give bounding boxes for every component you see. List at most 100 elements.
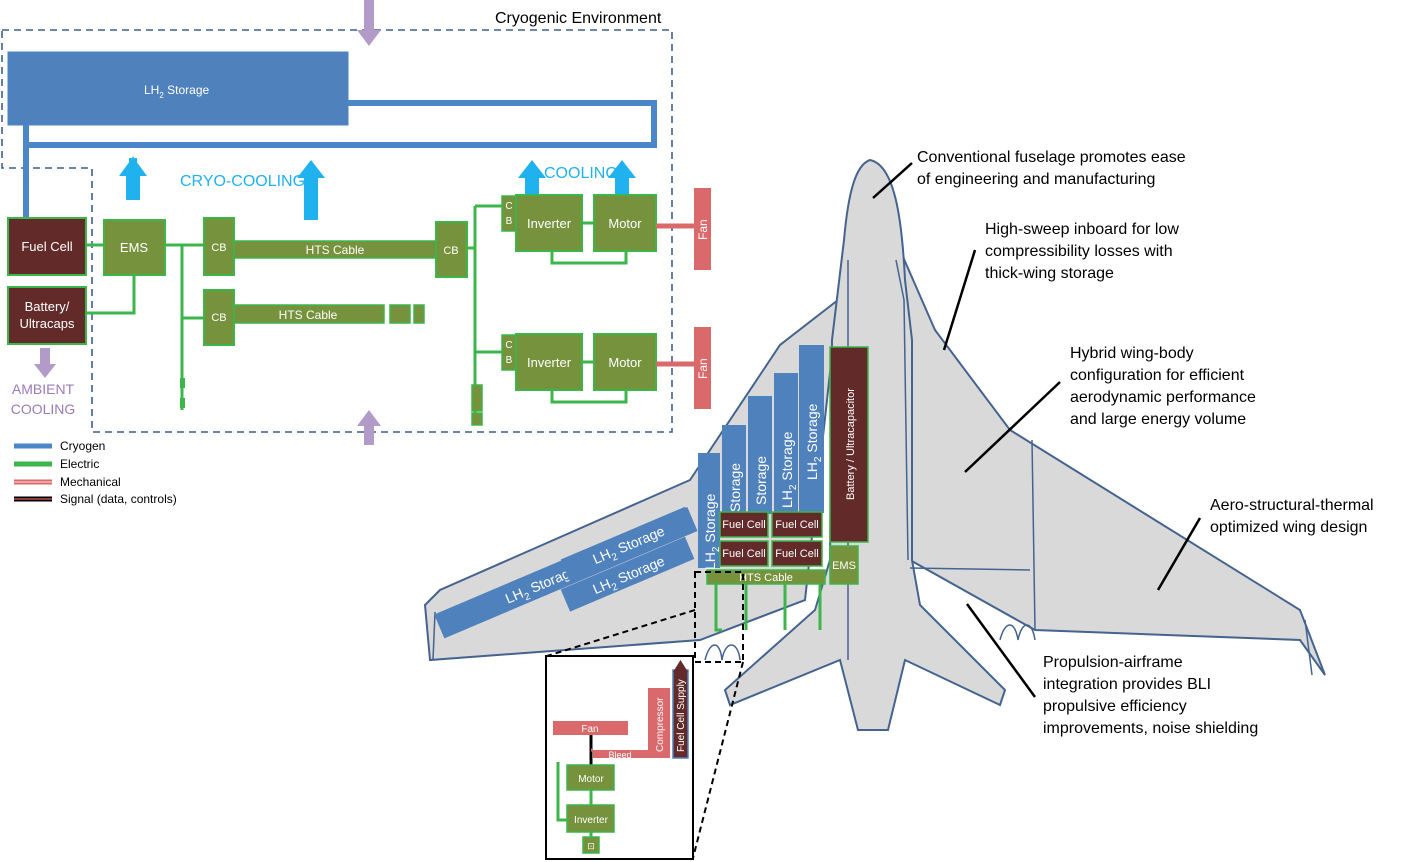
zoom-leader (692, 661, 744, 859)
svg-text:Fan: Fan (581, 724, 598, 735)
svg-text:C: C (505, 201, 512, 212)
cryogenic-boundary (1, 29, 673, 433)
svg-text:B: B (506, 216, 513, 227)
cooling-arrow (608, 160, 636, 195)
svg-text:HTS Cable: HTS Cable (279, 308, 338, 322)
svg-text:Fan: Fan (696, 358, 710, 379)
annotation-high-sweep: High-sweep inboard for low (985, 221, 1179, 238)
svg-text:improvements, noise shielding: improvements, noise shielding (1043, 720, 1258, 737)
svg-text:EMS: EMS (120, 240, 149, 255)
inset-supply-arrow (673, 660, 688, 672)
aircraft-fuel-cell (771, 511, 823, 538)
ambient-heat-arrow-top (357, 0, 381, 46)
svg-text:LH2 Storage: LH2 Storage (144, 83, 209, 100)
ambient-cooling-arrow (34, 348, 56, 378)
svg-text:Fuel Cell: Fuel Cell (722, 548, 765, 560)
leader-line (872, 162, 913, 199)
svg-text:aerodynamic performance: aerodynamic performance (1070, 389, 1256, 406)
svg-text:propulsive efficiency: propulsive efficiency (1043, 698, 1187, 715)
svg-text:⊡: ⊡ (587, 841, 595, 851)
cryo-cooling-label: CRYO-COOLING (180, 173, 305, 190)
svg-text:Fuel Cell: Fuel Cell (21, 239, 72, 254)
svg-text:B: B (506, 355, 513, 366)
cooling-label: COOLING (544, 165, 618, 182)
inverter-box (515, 194, 583, 252)
circuit-breaker (203, 289, 235, 346)
cryo-cooling-arrow (297, 160, 325, 220)
svg-text:of engineering and manufacturi: of engineering and manufacturing (917, 171, 1155, 188)
leader-line (964, 381, 1061, 473)
svg-text:Motor: Motor (608, 355, 642, 370)
fuel-cell-box (7, 217, 87, 276)
circuit-breaker (435, 221, 468, 278)
svg-text:Motor: Motor (608, 216, 642, 231)
electric-stub (180, 378, 185, 388)
svg-text:Storage: Storage (753, 456, 769, 505)
svg-text:Motor: Motor (578, 774, 604, 785)
annotation-wing-design: Aero-structural-thermal (1210, 497, 1374, 514)
svg-text:CB: CB (211, 312, 226, 324)
right-wing (899, 249, 1326, 676)
svg-text:Inverter: Inverter (527, 216, 572, 231)
inset-cb (582, 836, 600, 854)
inset-bleed (593, 750, 648, 758)
lh2-storage-tank (7, 51, 349, 126)
engine-nacelles-left (704, 644, 741, 661)
svg-text:Fan: Fan (696, 219, 710, 240)
aircraft-battery (829, 346, 869, 543)
annotation-fuselage: Conventional fuselage promotes ease (917, 149, 1186, 166)
aircraft-electric-line (714, 584, 822, 632)
svg-text:C: C (505, 340, 512, 351)
power-schematic: Cryogenic Environment LH2 Storage CRYO-C… (1, 0, 711, 445)
svg-text:configuration for efficient: configuration for efficient (1070, 367, 1245, 384)
svg-text:Fuel Cell: Fuel Cell (775, 548, 818, 560)
body-lh2-tank (698, 453, 720, 568)
legend-label: Electric (60, 457, 99, 471)
annotations: Conventional fuselage promotes ease of e… (872, 149, 1374, 737)
svg-text:compressibility losses with: compressibility losses with (985, 243, 1173, 260)
hts-cable-segment (413, 304, 425, 324)
svg-text:HTS Cable: HTS Cable (306, 243, 365, 257)
hts-cable-segment (389, 304, 411, 324)
aircraft-fuel-cell (719, 511, 769, 538)
inset-fan (553, 721, 628, 735)
zoom-region (694, 571, 744, 663)
body-lh2-tank (748, 396, 772, 514)
battery-box (7, 286, 87, 345)
inset-compressor (648, 688, 670, 758)
svg-text:COOLING: COOLING (11, 401, 76, 417)
annotation-hybrid-wing-body: Hybrid wing-body (1070, 345, 1194, 362)
aircraft-ems (829, 545, 859, 585)
airframe-line (895, 259, 909, 561)
svg-text:CB: CB (443, 245, 458, 257)
svg-text:LH2 Storage: LH2 Storage (779, 431, 799, 508)
svg-text:Fuel Cell Supply: Fuel Cell Supply (676, 679, 687, 752)
legend-label: Cryogen (60, 439, 105, 453)
zoom-leader (546, 609, 696, 657)
svg-text:Fuel Cell: Fuel Cell (722, 519, 765, 531)
svg-text:thick-wing storage: thick-wing storage (985, 265, 1114, 282)
leader-line (942, 249, 977, 351)
legend: Cryogen Electric Mechanical Signal (data… (14, 439, 177, 506)
svg-text:Compressor: Compressor (655, 697, 666, 752)
body-lh2-tank (799, 345, 824, 513)
svg-text:and large energy volume: and large energy volume (1070, 411, 1246, 428)
wing-lh2-tank (560, 506, 695, 582)
aircraft-hts-cable (706, 569, 826, 585)
cryogenic-environment-label: Cryogenic Environment (495, 10, 662, 27)
cooling-arrow (518, 160, 546, 195)
svg-text:HTS Cable: HTS Cable (739, 572, 793, 584)
svg-text:Inverter: Inverter (527, 355, 572, 370)
electric-stub (180, 398, 185, 408)
fan-box (694, 188, 711, 270)
svg-text:LH2 Storage: LH2 Storage (702, 493, 722, 570)
svg-text:Storage: Storage (727, 463, 743, 512)
body-lh2-tank (722, 425, 746, 517)
cryogen-loop (26, 100, 657, 148)
aircraft: LH2 Storage LH2 Storage LH2 Storage LH2 … (423, 158, 1326, 859)
airframe-line (909, 567, 1031, 571)
svg-text:AMBIENT: AMBIENT (12, 381, 75, 397)
leader-line (965, 603, 1037, 698)
